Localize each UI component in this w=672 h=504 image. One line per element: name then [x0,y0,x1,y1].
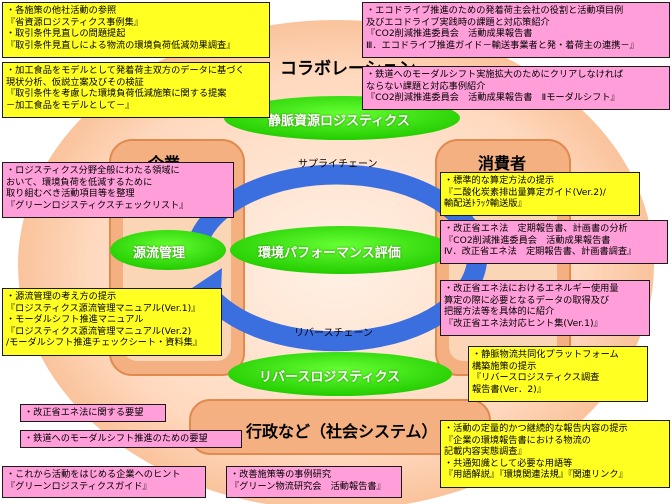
box-right-middle-2: ・改正省エネ法 定期報告書、計画書の分析 『CO2削減推進委員会 活動成果報告書… [440,220,668,264]
box-top-left: ・各施策の他社活動の参照 『省資源ロジスティクス事例集』 ・取引条件見直しの問題… [2,2,270,58]
box-right-bottom: ・静脈物流共同化プラットフォーム 構築施策の提示 『リバースロジスティクス調査 … [468,346,648,402]
box-top-right: ・エコドライブ推進のための発着荷主会社の役割と活動項目例 及びエコドライブ実践時… [362,2,670,58]
reverse-logistics-label: リバースロジスティクス [259,370,401,385]
reverse-chain-label: リバースチェーン [294,328,373,339]
box-bottom-right: ・活動の定量的かつ継続的な報告内容の提示 『企業の環境報告書における物流の 記載… [440,420,670,488]
box-bottom-left: ・これから活動をはじめる企業へのヒント 『グリーンロジスティクスガイド』 [2,466,206,498]
box-left-middle: ・ロジスティクス分野全般にわたる領域に おいて、環境負荷を低減するために 取り組… [2,162,234,218]
static-resource-logistics-label: 静脈資源ロジスティクス [268,114,410,129]
environmental-performance-ellipse [230,226,454,274]
box-left-bottom: ・源流管理の考え方の提示 『ロジスティクス源流管理マニュアル(Ver.1)』 ・… [2,288,222,356]
box-request-modal-shift: ・鉄道へのモーダルシフト推進のための要望 [20,430,242,448]
environmental-performance-label: 環境パフォーマンス評価 [258,246,401,261]
supply-chain-arrow [185,164,479,257]
box-top-right-2: ・鉄道へのモーダルシフト実施拡大のためにクリアしなければ ならない課題と対応事例… [362,66,670,110]
box-top-left-2: ・加工食品をモデルとして発着荷主双方のデータに基づく 現状分析、仮説立案及びその… [2,62,270,118]
upstream-management-label: 源流管理 [133,246,186,261]
reverse-logistics-ellipse [228,352,452,396]
box-right-middle-3: ・改正省エネ法におけるエネルギー使用量 算定の際に必要となるデータの取得及び 把… [440,280,650,336]
supply-chain-label: サプライチェーン [298,159,378,170]
box-request-energy-law: ・改正省エネ法に関する要望 [20,404,166,422]
consumer-label: 消費者 [478,154,527,173]
upstream-management-ellipse [110,230,226,270]
box-bottom-middle: ・改善施策等の事例研究 『グリーン物流研究会 活動報告書』 [226,466,402,498]
box-right-middle-1: ・標準的な算定方法の提示 『二酸化炭素排出量算定ガイド(Ver.2)/ 輸配送ﾄ… [440,172,640,216]
government-label: 行政など（社会システム） [246,422,438,441]
